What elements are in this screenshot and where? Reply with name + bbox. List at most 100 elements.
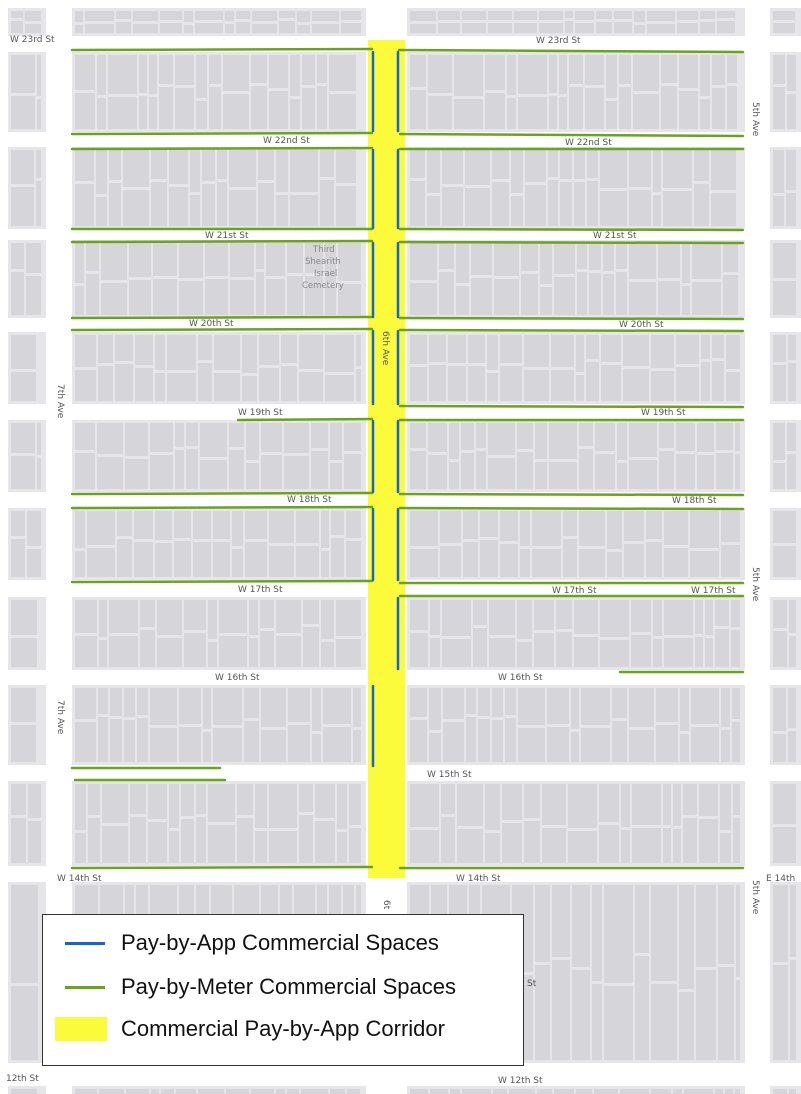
building: [266, 243, 285, 276]
legend-item-pay-by-app: Pay-by-App Commercial Spaces: [43, 925, 439, 961]
building: [569, 55, 583, 84]
building: [11, 638, 37, 667]
building: [290, 195, 318, 226]
building: [676, 335, 699, 364]
building: [125, 423, 148, 456]
building: [410, 24, 436, 33]
building: [410, 367, 427, 401]
building: [410, 784, 439, 827]
building: [321, 642, 334, 667]
building: [315, 821, 335, 863]
building: [488, 23, 512, 33]
building: [612, 721, 627, 762]
building: [252, 24, 277, 33]
pay-by-meter-segment: [70, 47, 374, 52]
label-w14-left: W 14th St: [57, 874, 102, 884]
building: [125, 459, 148, 489]
building: [537, 1089, 552, 1094]
building: [463, 542, 478, 577]
building: [75, 688, 96, 719]
building: [607, 511, 622, 549]
building: [428, 96, 452, 129]
building: [320, 150, 334, 177]
building: [123, 190, 149, 226]
building: [448, 335, 466, 363]
building: [571, 688, 579, 729]
building: [203, 732, 211, 762]
building: [85, 11, 114, 21]
building: [27, 511, 41, 546]
legend-label-corridor: Commercial Pay-by-App Corridor: [121, 1016, 445, 1041]
building: [148, 822, 167, 863]
building: [542, 784, 566, 825]
building: [651, 885, 677, 981]
building: [281, 366, 297, 401]
building: [488, 423, 515, 455]
building: [36, 150, 41, 178]
building: [11, 688, 36, 722]
building: [174, 511, 191, 538]
legend-item-pay-by-meter: Pay-by-Meter Commercial Spaces: [43, 969, 456, 1005]
legend-label-pay-by-meter: Pay-by-Meter Commercial Spaces: [121, 974, 456, 999]
label-6th-ave-partial: 6t: [381, 900, 391, 910]
building: [487, 335, 498, 370]
building: [315, 784, 335, 818]
building: [658, 281, 680, 315]
building: [337, 832, 347, 863]
building: [651, 335, 674, 368]
pay-by-meter-segment: [236, 417, 374, 422]
building: [548, 150, 558, 177]
building: [312, 24, 339, 33]
building: [336, 150, 356, 183]
building: [542, 828, 566, 863]
building: [720, 833, 731, 863]
building: [514, 23, 537, 33]
building: [303, 627, 319, 667]
building: [692, 282, 721, 315]
building: [494, 243, 519, 276]
building: [461, 423, 474, 450]
building: [442, 600, 471, 636]
building: [535, 965, 550, 1060]
building: [635, 885, 649, 953]
building: [223, 94, 249, 129]
building: [301, 1089, 328, 1094]
building: [438, 11, 460, 20]
building: [312, 11, 339, 21]
building: [320, 180, 334, 226]
building: [629, 688, 654, 727]
building: [616, 272, 627, 315]
building: [629, 423, 657, 457]
building: [442, 639, 471, 667]
building: [787, 423, 796, 451]
building: [606, 55, 617, 98]
building: [556, 632, 572, 667]
pay-by-meter-segment: [398, 227, 745, 232]
building: [208, 642, 217, 667]
building: [520, 549, 530, 577]
building: [249, 600, 258, 635]
building: [75, 11, 83, 22]
building: [330, 1089, 345, 1094]
building: [11, 818, 26, 863]
building: [102, 826, 128, 863]
building: [773, 463, 785, 489]
building: [169, 784, 179, 828]
building: [574, 600, 598, 634]
building: [179, 281, 203, 315]
building: [102, 784, 128, 823]
building: [438, 23, 460, 33]
building: [356, 335, 361, 366]
building: [647, 11, 675, 21]
building: [629, 150, 651, 187]
building: [75, 184, 94, 226]
building: [717, 21, 735, 33]
building: [485, 833, 500, 863]
building: [600, 600, 629, 637]
building: [99, 1089, 124, 1094]
building: [552, 960, 570, 1060]
label-5th-ave-3: 5th Ave: [750, 880, 760, 915]
building: [624, 511, 644, 541]
building: [592, 984, 602, 1060]
building: [596, 22, 612, 33]
